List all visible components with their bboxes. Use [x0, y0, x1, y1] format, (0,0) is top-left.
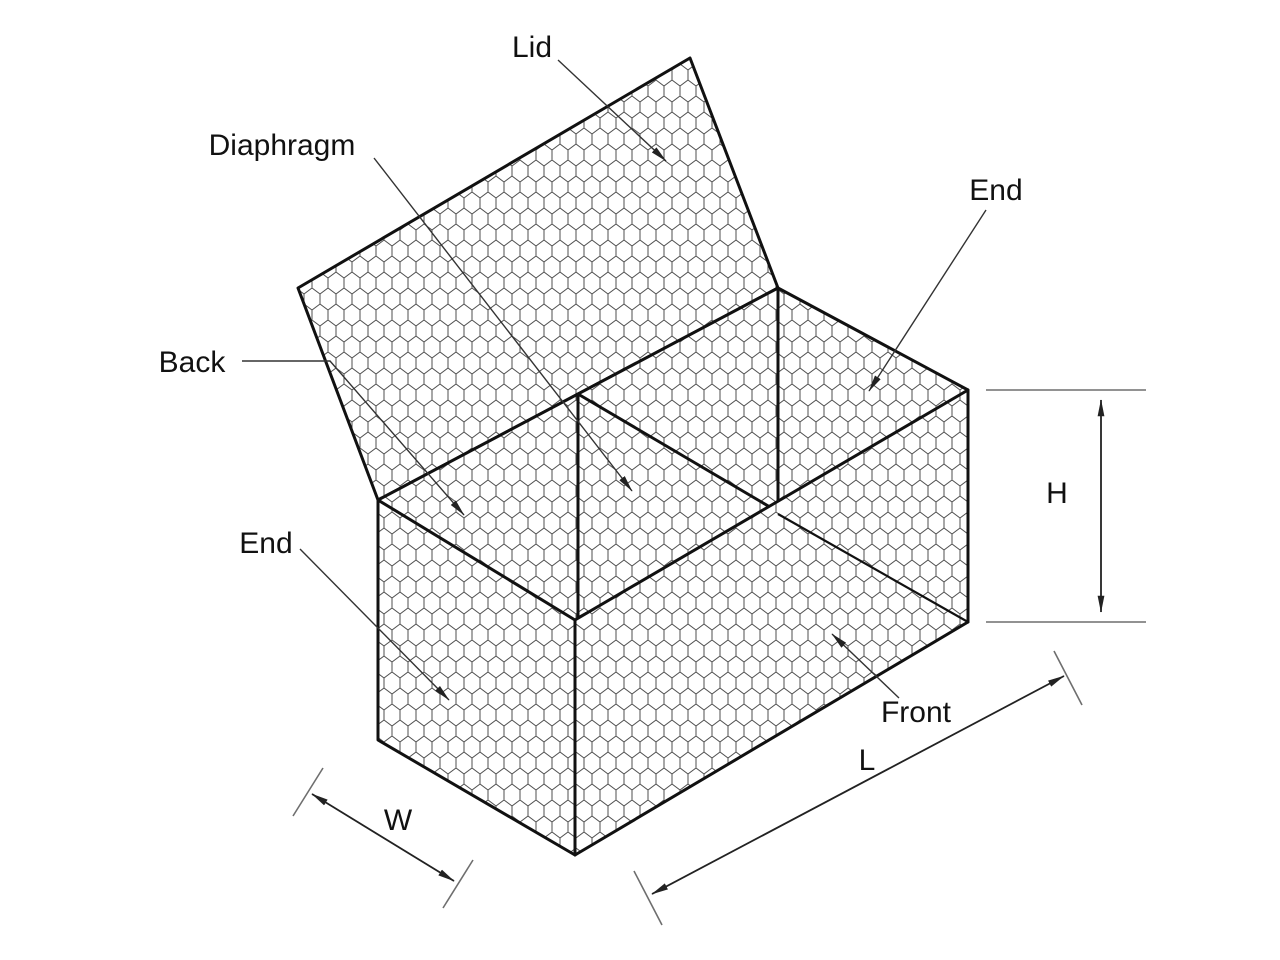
- width-dimension-line: [311, 793, 455, 882]
- length-dimension: L: [633, 650, 1083, 926]
- width-tick-right: [442, 859, 474, 909]
- back-leader-line: [242, 360, 465, 516]
- part-labels: Lid Diaphragm End Back End Front: [159, 31, 1023, 729]
- diaphragm-label: Diaphragm: [209, 129, 356, 162]
- length-tick-left: [633, 870, 663, 926]
- width-dimension: W: [292, 767, 474, 909]
- width-label: W: [384, 804, 413, 837]
- end-left-label: End: [239, 527, 292, 560]
- lid-leader-line: [557, 59, 667, 162]
- leader-lines: [242, 59, 987, 701]
- gabion-box: [296, 56, 970, 857]
- end-right-label: End: [969, 174, 1022, 207]
- length-label: L: [859, 744, 876, 777]
- height-dimension: H: [986, 389, 1146, 623]
- width-tick-left: [292, 767, 324, 817]
- length-tick-right: [1053, 650, 1083, 706]
- height-label: H: [1046, 477, 1068, 510]
- back-label: Back: [159, 346, 227, 379]
- end-left-leader-line: [299, 548, 450, 701]
- diaphragm-leader-line: [373, 157, 633, 492]
- length-dimension-line: [651, 675, 1065, 895]
- end-right-leader-line: [868, 209, 987, 392]
- interior-bottom-edge: [777, 513, 969, 623]
- lid-label: Lid: [512, 31, 552, 64]
- front-label: Front: [881, 696, 952, 729]
